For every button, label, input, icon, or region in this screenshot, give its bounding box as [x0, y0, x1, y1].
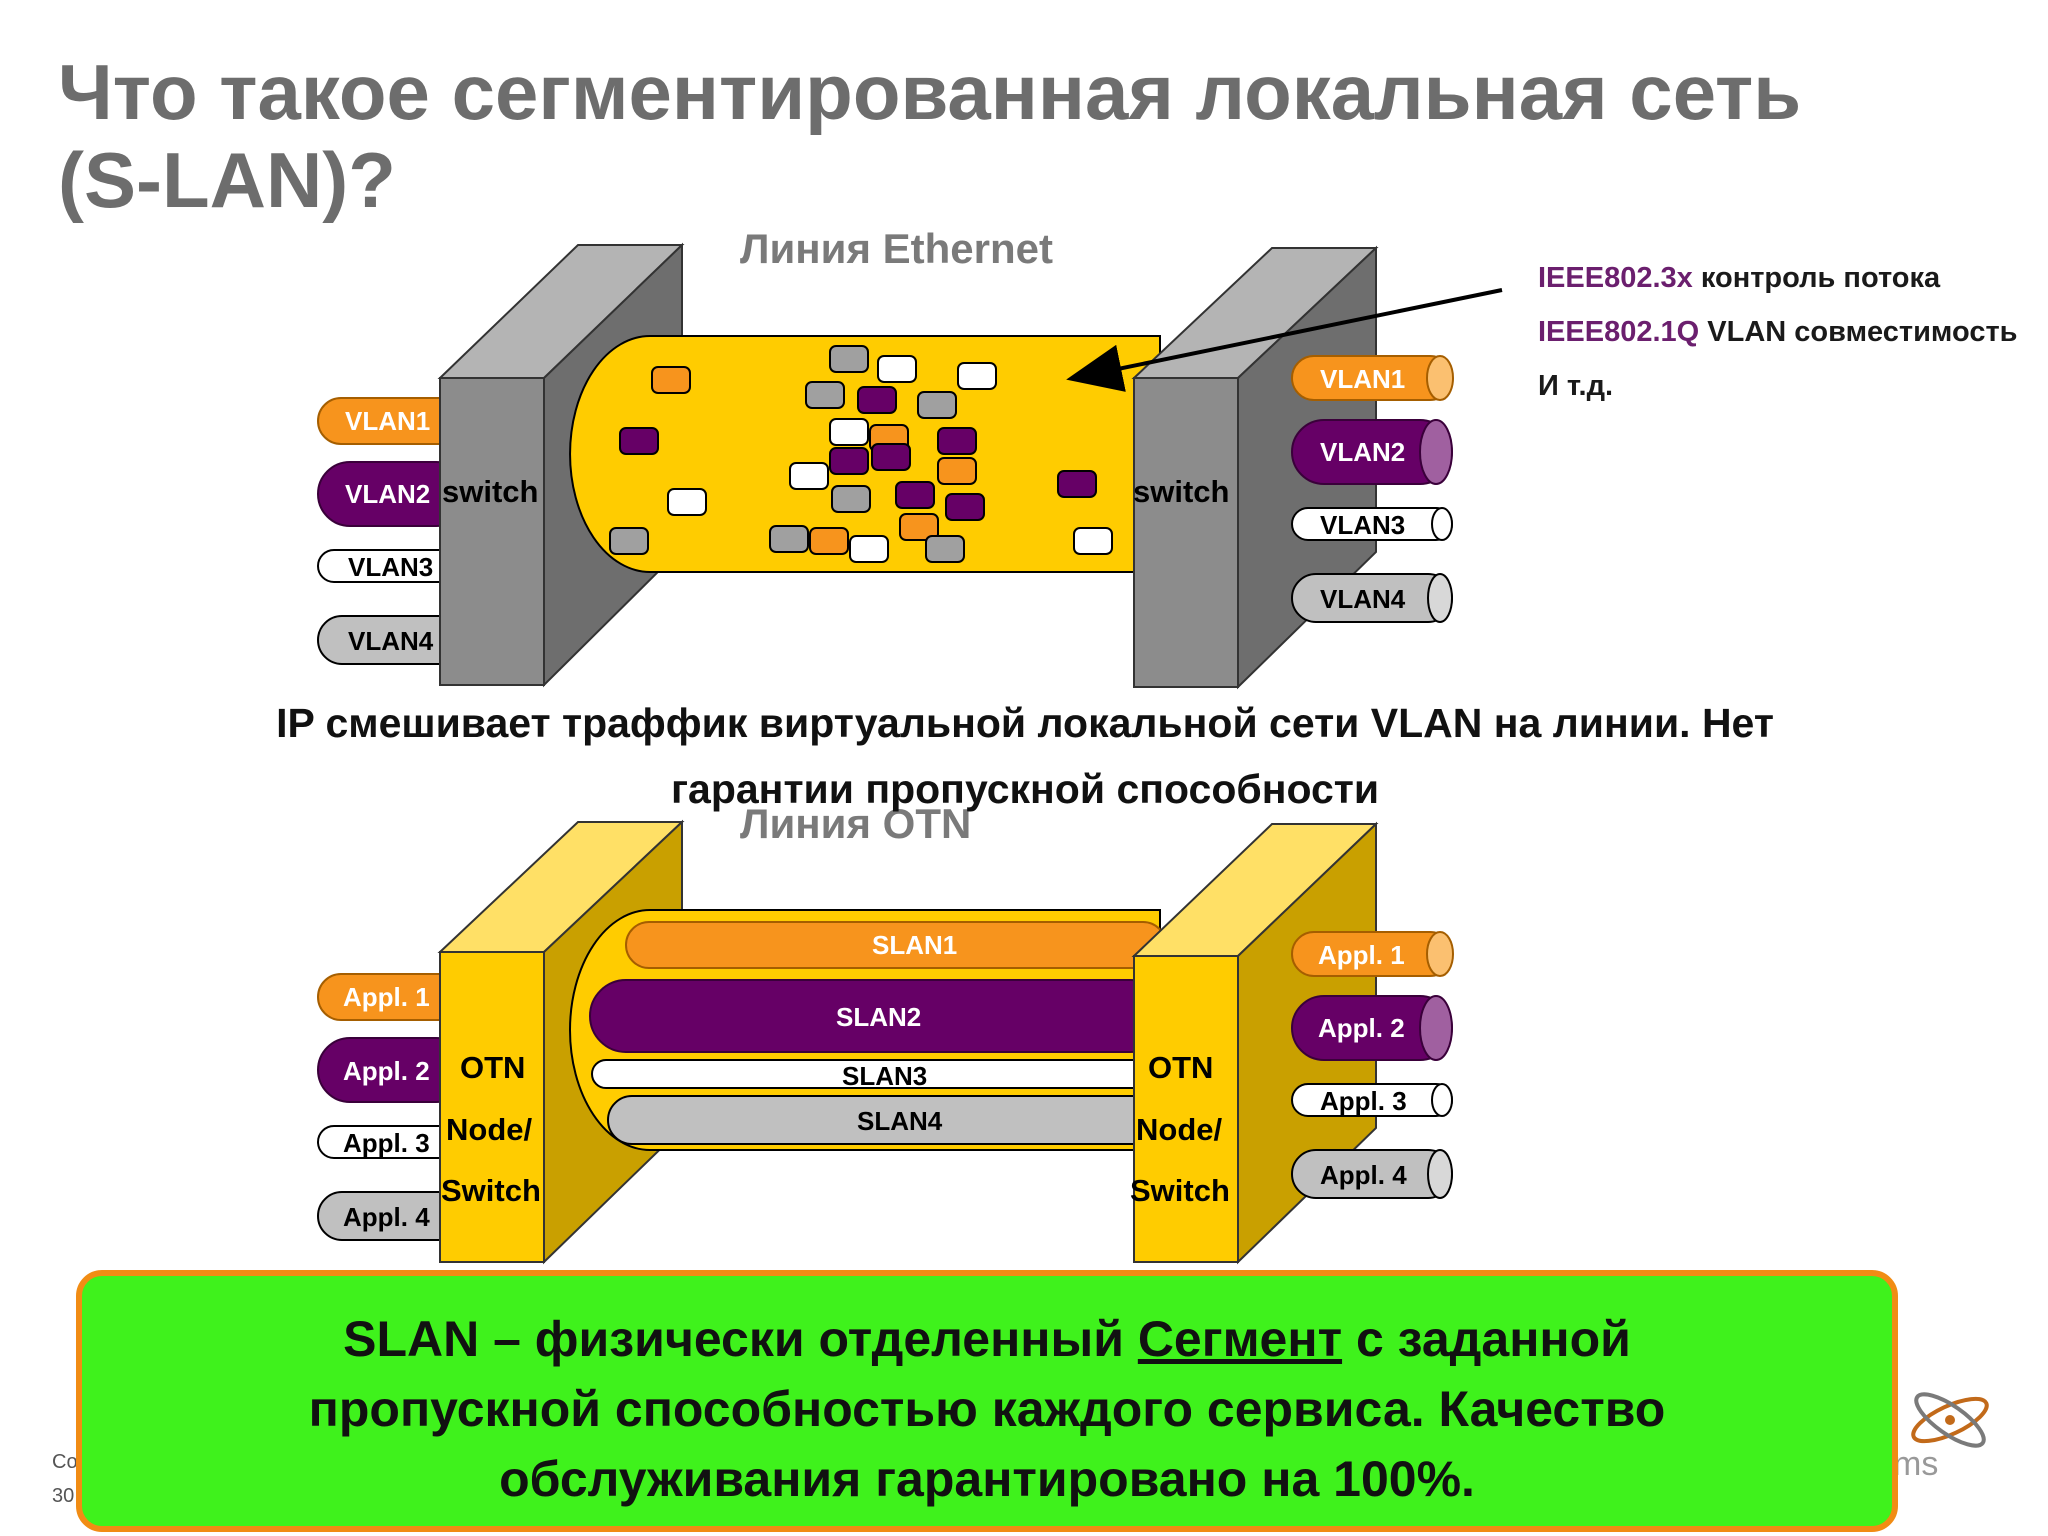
app-pipe-left-2: Appl. 2	[317, 1037, 469, 1103]
vlan-left-3-label: VLAN3	[348, 552, 433, 582]
vlan-left-2-label: VLAN2	[345, 479, 430, 509]
vlan-pipe-left-4: VLAN4	[317, 615, 469, 665]
slan-summary-box: SLAN – физически отделенный Сегмент с за…	[76, 1270, 1898, 1532]
app-pipe-left-4: Appl. 4	[317, 1191, 469, 1241]
vlan-right-3-label: VLAN3	[1320, 510, 1405, 540]
vlan-pipe-right-2: VLAN2	[1291, 419, 1453, 485]
slan-2-label: SLAN2	[836, 1002, 921, 1032]
app-pipe-right-4: Appl. 4	[1291, 1149, 1453, 1199]
slide-title: Что такое сегментированная локальная сет…	[58, 48, 1978, 224]
note-flow-control: IEEE802.3x контроль потока	[1538, 262, 1940, 295]
vlan-pipe-left-2: VLAN2	[317, 461, 469, 527]
vlan-pipe-right-4: VLAN4	[1291, 573, 1453, 623]
note-text-2: VLAN совместимость	[1699, 316, 2018, 348]
summary-underlined-term: Сегмент	[1137, 1311, 1343, 1367]
slan-lane-2: SLAN2	[589, 979, 1167, 1053]
app-left-3-label: Appl. 3	[343, 1128, 430, 1158]
vlan-right-4-label: VLAN4	[1320, 584, 1406, 614]
left-node-line-1: OTN	[460, 1050, 525, 1085]
note-text-1: контроль потока	[1692, 262, 1941, 294]
app-right-2-label: Appl. 2	[1318, 1013, 1405, 1043]
app-left-1-label: Appl. 1	[343, 982, 430, 1012]
slan-1-label: SLAN1	[872, 930, 957, 960]
footer-line-1: Co	[52, 1451, 78, 1473]
otn-right-app-pipes: Appl. 1 Appl. 2 Appl. 3 Appl. 4	[1291, 931, 1454, 1199]
slan-lanes: SLAN1 SLAN2 SLAN3 SLAN4	[589, 921, 1167, 1145]
right-node-line-3: Switch	[1130, 1173, 1230, 1208]
title-line-1: Что такое сегментированная локальная сет…	[58, 48, 1802, 136]
vlan-right-1-label: VLAN1	[1320, 364, 1405, 394]
note-vlan-compat: IEEE802.1Q VLAN совместимость	[1538, 316, 2017, 349]
app-pipe-right-3: Appl. 3	[1291, 1083, 1453, 1117]
vlan-pipe-left-3: VLAN3	[317, 549, 469, 583]
right-node-line-2: Node/	[1136, 1112, 1223, 1147]
vlan-left-1-label: VLAN1	[345, 406, 430, 436]
ethernet-left-vlan-pipes: VLAN1 VLAN2 VLAN3 VLAN4	[317, 397, 469, 665]
vlan-pipe-right-3: VLAN3	[1291, 507, 1453, 541]
footer-copyright: Co 30	[52, 1445, 78, 1513]
summary-part-2: с заданной	[1342, 1311, 1631, 1367]
app-left-2-label: Appl. 2	[343, 1056, 430, 1086]
title-line-2: (S-LAN)?	[58, 136, 396, 224]
summary-part-1: SLAN – физически отделенный	[343, 1311, 1138, 1367]
app-left-4-label: Appl. 4	[343, 1202, 430, 1232]
app-right-4-label: Appl. 4	[1320, 1160, 1407, 1190]
otn-left-app-pipes: Appl. 1 Appl. 2 Appl. 3 Appl. 4	[317, 973, 469, 1241]
mixed-vlan-packets	[609, 345, 1113, 563]
note-etc: И т.д.	[1538, 370, 1613, 403]
right-switch-label: switch	[1133, 474, 1229, 509]
note-text-3: И т.д.	[1538, 370, 1614, 402]
company-logo-icon	[1911, 1392, 1989, 1448]
slan-3-label: SLAN3	[842, 1061, 927, 1091]
vlan-pipe-left-1: VLAN1	[317, 397, 469, 445]
app-right-3-label: Appl. 3	[1320, 1086, 1407, 1116]
slan-lane-4: SLAN4	[607, 1095, 1167, 1145]
ethernet-caption: IP смешивает траффик виртуальной локальн…	[150, 690, 1900, 822]
ethernet-line-label: Линия Ethernet	[740, 225, 1054, 272]
caption-line-1: IP смешивает траффик виртуальной локальн…	[276, 700, 1774, 746]
note-std-2: IEEE802.1Q	[1538, 316, 1700, 348]
slan-lane-3: SLAN3	[591, 1059, 1167, 1091]
app-pipe-left-1: Appl. 1	[317, 973, 469, 1021]
summary-line-2: пропускной способностью каждого сервиса.…	[308, 1381, 1666, 1437]
left-switch-label: switch	[442, 474, 538, 509]
app-pipe-right-1: Appl. 1	[1291, 931, 1454, 977]
app-pipe-right-2: Appl. 2	[1291, 995, 1453, 1061]
vlan-pipe-right-1: VLAN1	[1291, 355, 1454, 401]
logo-text: ms	[1893, 1445, 1939, 1483]
otn-line-label: Линия OTN	[740, 800, 972, 847]
slan-4-label: SLAN4	[857, 1106, 943, 1136]
caption-line-2: гарантии пропускной способности	[670, 766, 1380, 812]
right-node-line-1: OTN	[1148, 1050, 1213, 1085]
summary-line-3: обслуживания гарантировано на 100%.	[499, 1451, 1475, 1507]
app-right-1-label: Appl. 1	[1318, 940, 1405, 970]
note-std-1: IEEE802.3x	[1538, 262, 1693, 294]
app-pipe-left-3: Appl. 3	[317, 1125, 469, 1159]
vlan-right-2-label: VLAN2	[1320, 437, 1405, 467]
left-node-line-2: Node/	[446, 1112, 533, 1147]
note-arrow	[1066, 288, 1503, 392]
footer-line-2: 30	[52, 1485, 75, 1507]
slan-lane-1: SLAN1	[625, 921, 1167, 969]
left-node-line-3: Switch	[441, 1173, 541, 1208]
vlan-left-4-label: VLAN4	[348, 626, 434, 656]
ethernet-right-vlan-pipes: VLAN1 VLAN2 VLAN3 VLAN4	[1291, 355, 1454, 623]
